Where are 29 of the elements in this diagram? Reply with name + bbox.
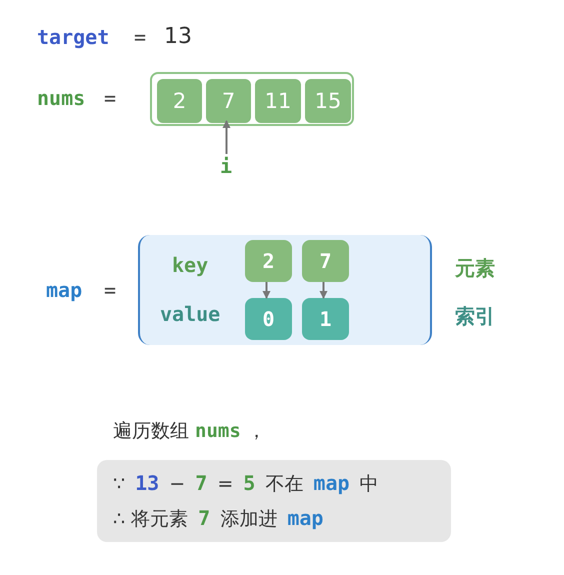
row-label: value [160,301,220,327]
equals-sign: = [104,85,116,111]
note-line: ∴ 将元素 7 添加进 map [113,505,324,532]
row-caption: 元素 [455,255,495,281]
arrow [222,120,230,154]
variable-name: target [37,24,110,50]
index-pointer: i [216,154,236,178]
arrow [262,282,270,299]
note-box [97,460,451,542]
key-cell: 2 [245,240,292,282]
equals-sign: = [134,24,146,50]
value-text: 13 [164,24,192,50]
array-cell: 7 [206,79,251,123]
hash-map-panel [138,235,432,345]
array-cell: 11 [255,79,301,123]
note-line: ∵ 13 − 7 = 5 不在 map 中 [113,470,379,497]
row-label: key [172,252,208,278]
variable-name: nums [37,85,86,111]
array-cell: 15 [305,79,351,123]
row-caption: 索引 [455,303,495,329]
value-cell: 0 [245,298,292,340]
value-cell: 1 [302,298,349,340]
step-description: 遍历数组 nums ， [113,419,266,444]
key-cell: 7 [302,240,349,282]
equals-sign: = [104,277,116,303]
array-container [150,72,354,126]
variable-name: map [46,277,82,303]
arrow [320,282,328,299]
array-cell: 2 [157,79,202,123]
